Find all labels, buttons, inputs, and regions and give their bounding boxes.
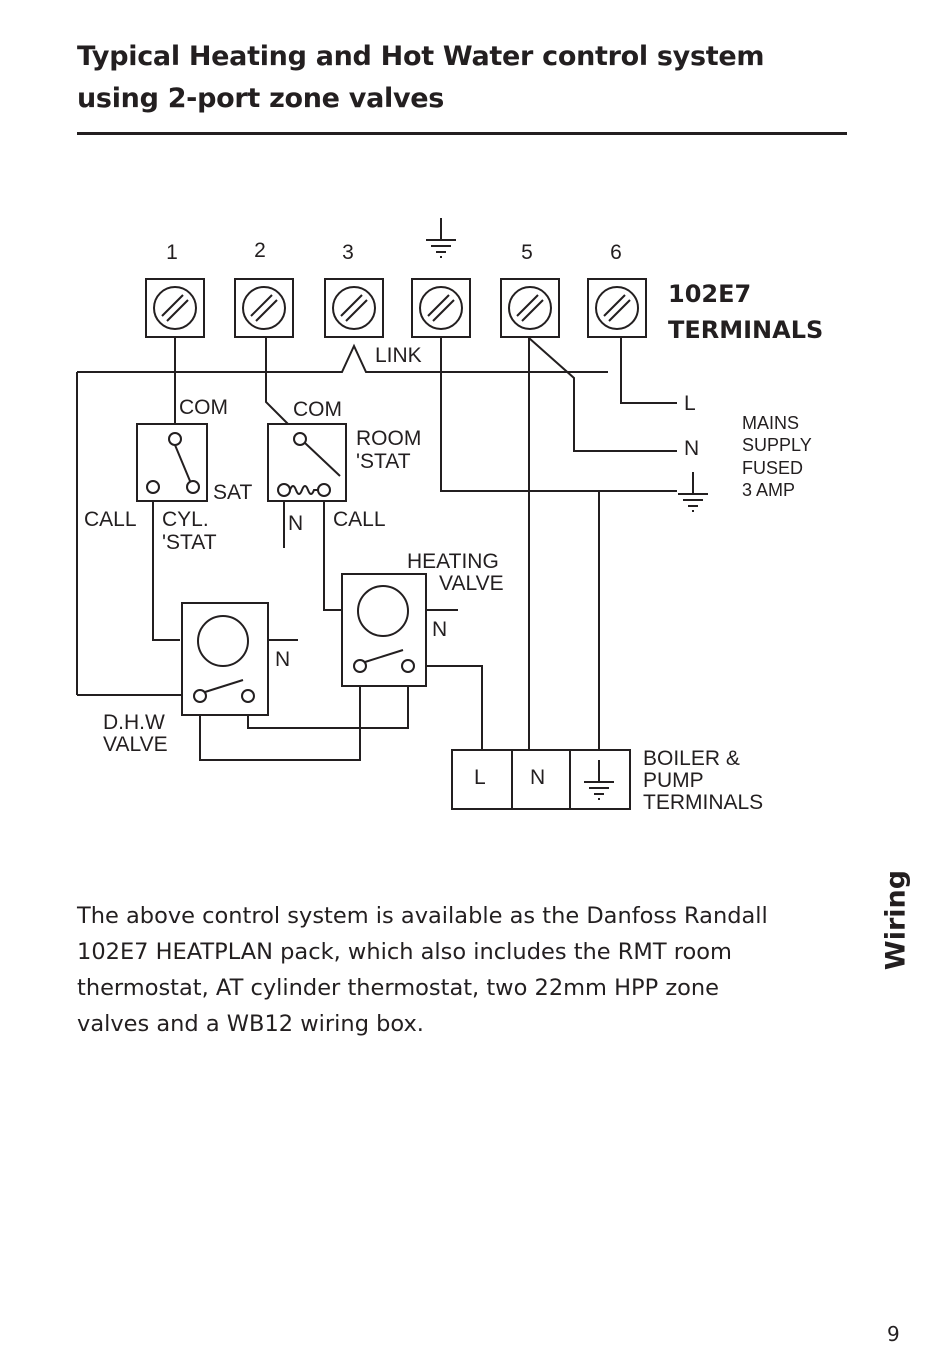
terminal-5-label: 5 <box>521 241 533 264</box>
dhw-valve-name-line-1: D.H.W <box>103 711 165 734</box>
cylinder-stat-com-label: COM <box>179 396 228 419</box>
link-label: LINK <box>375 344 422 367</box>
description-line-3: thermostat, AT cylinder thermostat, two … <box>77 975 720 1001</box>
terminal-1-screw <box>145 278 205 338</box>
heating-valve-name-line-2: VALVE <box>439 572 504 595</box>
boiler-earth-icon <box>584 760 614 800</box>
terminal-earth-screw <box>411 278 471 338</box>
room-stat-com-label: COM <box>293 398 342 421</box>
page-title: Typical Heating and Hot Water control sy… <box>77 36 857 120</box>
description-line-1: The above control system is available as… <box>77 903 768 929</box>
terminal-block-model: 102E7 <box>668 280 751 308</box>
cylinder-stat-name-line-2: 'STAT <box>162 531 217 554</box>
room-stat-name-line-1: ROOM <box>356 427 421 450</box>
mains-note-line-4: 3 AMP <box>742 480 795 500</box>
cylinder-stat-sat-label: SAT <box>213 481 252 504</box>
boiler-name-line-1: BOILER & <box>643 747 740 770</box>
terminal-6-screw <box>587 278 647 338</box>
mains-note-line-1: MAINS <box>742 413 799 433</box>
page-number: 9 <box>887 1322 900 1346</box>
section-tab-label: Wiring <box>880 869 912 971</box>
terminal-2-label: 2 <box>254 239 266 262</box>
mains-note-line-2: SUPPLY <box>742 435 812 455</box>
terminal-3-label: 3 <box>342 241 354 264</box>
dhw-valve-neutral-label: N <box>275 648 290 671</box>
terminal-block-label: TERMINALS <box>668 316 823 344</box>
heating-valve-neutral-label: N <box>432 618 447 641</box>
description: The above control system is available as… <box>77 898 837 1042</box>
boiler-name-line-3: TERMINALS <box>643 791 763 814</box>
description-line-4: valves and a WB12 wiring box. <box>77 1011 424 1037</box>
mains-neutral-label: N <box>684 437 699 460</box>
terminal-3-screw <box>324 278 384 338</box>
cylinder-stat-name-line-1: CYL. <box>162 508 209 531</box>
heating-valve-name-line-1: HEATING <box>407 550 499 573</box>
terminal-6-label: 6 <box>610 241 622 264</box>
room-stat-neutral-label: N <box>288 512 303 535</box>
boiler-terminal-block <box>451 749 631 810</box>
heating-valve-box <box>341 573 427 687</box>
terminal-5-screw <box>500 278 560 338</box>
terminal-2-screw <box>234 278 294 338</box>
wires <box>76 337 677 761</box>
terminal-1-label: 1 <box>166 241 178 264</box>
title-rule <box>77 132 847 135</box>
mains-live-label: L <box>684 392 696 415</box>
room-stat-box <box>267 423 347 502</box>
earth-icon <box>426 218 456 258</box>
boiler-live-label: L <box>474 766 486 789</box>
room-stat-name-line-2: 'STAT <box>356 450 411 473</box>
boiler-name-line-2: PUMP <box>643 769 704 792</box>
cylinder-stat-box <box>136 423 208 502</box>
description-line-2: 102E7 HEATPLAN pack, which also includes… <box>77 939 732 965</box>
dhw-valve-box <box>181 602 269 716</box>
room-stat-call-label: CALL <box>333 508 386 531</box>
dhw-valve-name-line-2: VALVE <box>103 733 168 756</box>
mains-note-line-3: FUSED <box>742 458 803 478</box>
boiler-neutral-label: N <box>530 766 545 789</box>
cylinder-stat-call-label: CALL <box>84 508 137 531</box>
mains-earth-icon <box>678 472 708 512</box>
title-line-2: using 2-port zone valves <box>77 83 445 114</box>
title-line-1: Typical Heating and Hot Water control sy… <box>77 41 765 72</box>
